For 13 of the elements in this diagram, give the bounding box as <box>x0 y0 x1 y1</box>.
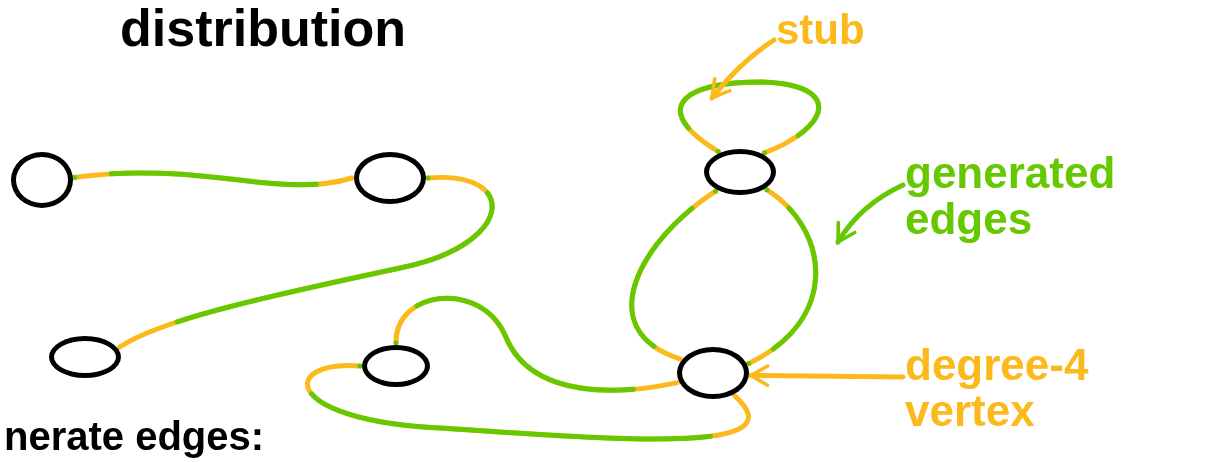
vertex-circle <box>11 152 73 208</box>
heading-text: nerate edges: <box>4 416 265 456</box>
edge <box>72 170 355 188</box>
annotation-text: degree-4 vertex <box>905 342 1090 435</box>
heading-text: distribution <box>120 2 406 54</box>
leader-arrow <box>709 37 777 101</box>
leader-arrow <box>748 364 906 387</box>
leader-arrow <box>835 182 906 245</box>
vertex-circle <box>49 336 121 378</box>
annotation-text: generated edges <box>905 150 1117 243</box>
vertex-circle <box>677 347 749 399</box>
vertex-circle <box>704 149 776 195</box>
annotation-text: stub <box>776 8 866 53</box>
